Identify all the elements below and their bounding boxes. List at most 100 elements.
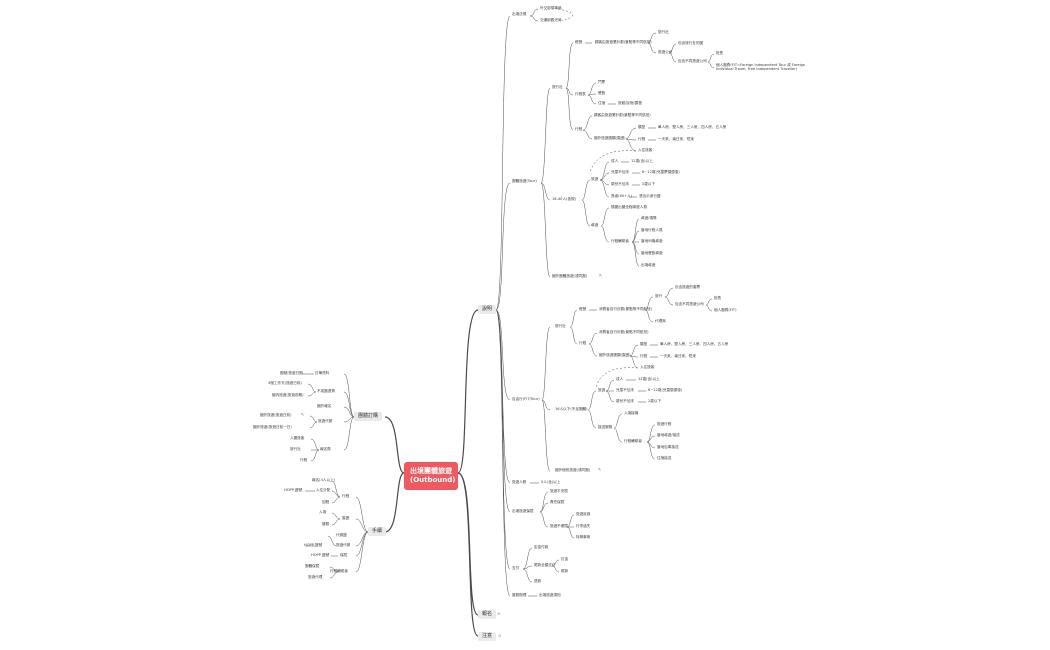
node[interactable]: 顧客由旅遊業計劃(景點等不同航班) xyxy=(595,40,652,44)
node[interactable]: 行程 xyxy=(575,127,583,131)
node[interactable]: 門票 xyxy=(598,80,606,84)
node[interactable]: 簽證 xyxy=(342,516,350,520)
external-link-icon[interactable]: ⇱ xyxy=(599,273,603,278)
node[interactable]: 批售 xyxy=(714,296,722,300)
node[interactable]: 旅行 xyxy=(655,294,663,298)
node[interactable]: 一天來、幾日來、短來 xyxy=(658,137,694,141)
node[interactable]: 交通部觀光局 xyxy=(540,18,562,22)
node[interactable]: 旅遊人數 xyxy=(512,480,527,484)
node[interactable]: 個人團費(FIT=Foreign Independent Tour 或 Fore… xyxy=(716,63,805,71)
node[interactable]: 旅遊代辦 xyxy=(336,543,351,547)
node[interactable]: 行程輔助者 xyxy=(611,239,629,243)
node[interactable]: 團號/旅遊日期 xyxy=(280,371,303,375)
node[interactable]: 3個工作天(旅遊日前) xyxy=(268,381,302,385)
node[interactable]: 12歲(含)以上 xyxy=(631,159,653,163)
node[interactable]: 旅遊 xyxy=(591,177,599,181)
node[interactable]: 旅遊行程 xyxy=(657,422,672,426)
node-link[interactable]: 國外旅遊(旅遊日前一日) xyxy=(253,425,292,429)
node[interactable]: 定金付款 xyxy=(534,545,549,549)
node[interactable]: 嬰兒不佔床 xyxy=(611,182,629,186)
node[interactable]: 外交部領事局 xyxy=(540,6,562,10)
node[interactable]: 旅遊延誤 xyxy=(576,512,591,516)
node[interactable]: 當地餐飲導遊 xyxy=(641,251,663,255)
node[interactable]: 長者(65+人) xyxy=(611,194,633,198)
node[interactable]: 旅遊代辦 xyxy=(318,419,333,423)
node[interactable]: 顧客由旅遊業計劃(景點等不同航班) xyxy=(594,113,651,117)
external-link-icon[interactable]: ⇱ xyxy=(301,412,305,417)
node[interactable]: 入團旅客 xyxy=(290,436,305,440)
node[interactable]: 兒童不佔床 xyxy=(611,170,629,174)
node-link[interactable]: 國外團體旅遊(或同團) xyxy=(552,274,588,278)
root-node[interactable]: 出境團體旅遊 (Outbound) xyxy=(404,462,458,490)
node[interactable]: 國外旅遊團類(簽證) xyxy=(599,353,631,357)
node-link[interactable]: 國外個別旅遊(或同團) xyxy=(555,468,591,472)
branch-processing[interactable]: 手續 xyxy=(368,527,387,536)
node[interactable]: 2歲以下 xyxy=(648,399,662,403)
collapse-icon[interactable]: ⊖ xyxy=(497,611,501,616)
node[interactable]: 行程 xyxy=(638,137,646,141)
node[interactable]: 包含不同旅遊公司 xyxy=(678,59,707,63)
node[interactable]: 單人房、雙人房、三人房、四人房、五人房 xyxy=(660,342,729,346)
node[interactable]: 代辦證 xyxy=(336,533,347,537)
node[interactable]: 入住旅客 xyxy=(638,148,653,152)
node[interactable]: 6~12歲(兒童票價優惠) xyxy=(642,170,680,174)
node[interactable]: 旅遊代理 xyxy=(308,575,323,579)
node[interactable]: 2歲以下 xyxy=(642,182,656,186)
node[interactable]: 成人 xyxy=(616,377,624,381)
node[interactable]: 出境法規 xyxy=(512,12,527,16)
node[interactable]: 不成團退費 xyxy=(317,389,335,393)
external-link-icon[interactable]: ⇱ xyxy=(598,467,602,472)
node[interactable]: 住宿接送 xyxy=(657,456,672,460)
node[interactable]: 消費者自行計劃(景點不同航班) xyxy=(599,330,649,334)
node[interactable]: 兒童不佔床 xyxy=(616,388,634,392)
branch-definition[interactable]: 說明 xyxy=(478,305,497,314)
node[interactable]: 包含旅行社的團 xyxy=(678,41,704,45)
node-link[interactable]: 國外旅遊(旅遊日前) xyxy=(260,413,292,417)
node[interactable]: 旅行社 xyxy=(290,447,301,451)
node[interactable]: 當地包車接送 xyxy=(657,445,679,449)
node[interactable]: 包含旅遊的套票 xyxy=(675,285,701,289)
node[interactable]: 尾款 xyxy=(561,569,569,573)
node[interactable]: 接送服務 xyxy=(598,425,613,429)
node[interactable]: 行程 xyxy=(300,458,308,462)
node[interactable]: 導遊/領隊 xyxy=(641,216,657,220)
node[interactable]: 旅遊不便險 xyxy=(550,524,568,528)
node[interactable]: 類型 xyxy=(638,125,646,129)
node[interactable]: 6~12歲(兒童價優惠) xyxy=(648,388,683,392)
node[interactable]: 行程 xyxy=(640,354,648,358)
node[interactable]: 行李遺失 xyxy=(576,524,591,528)
node[interactable]: 嬰兒不佔床 xyxy=(616,399,634,403)
node[interactable]: 入住旅客 xyxy=(640,365,655,369)
node[interactable]: 國內旅遊(旅遊前期) xyxy=(272,393,304,397)
node[interactable]: 12歲(含)以上 xyxy=(638,377,660,381)
node[interactable]: 出境旅遊須知 xyxy=(539,593,561,597)
node[interactable]: 批售 xyxy=(716,51,724,55)
node[interactable]: 自由行(FIT/Tour) xyxy=(512,397,540,401)
node[interactable]: 旅遊公司 xyxy=(658,50,673,54)
node[interactable]: 回程 xyxy=(322,500,330,504)
node[interactable]: 經營 xyxy=(579,307,587,311)
node[interactable]: 成人 xyxy=(611,159,619,163)
node[interactable]: 行程表 xyxy=(575,92,586,96)
node[interactable]: 責任保險 xyxy=(550,500,565,504)
node[interactable]: 報名(4人以上) xyxy=(312,478,336,482)
node[interactable]: HOPP 證號 xyxy=(284,488,303,492)
node[interactable]: 導遊 xyxy=(591,223,599,227)
node[interactable]: 尾款全額支付 xyxy=(534,563,556,567)
branch-notes[interactable]: 注意 xyxy=(478,632,497,641)
node[interactable]: 16-40人(依規) xyxy=(552,197,577,201)
node[interactable]: 出境導遊 xyxy=(641,263,656,267)
node[interactable]: 一天來、幾日來、短來 xyxy=(660,354,696,358)
node[interactable]: HOPP 證號 xyxy=(311,553,330,557)
node[interactable]: 國外旅遊團類(簽證) xyxy=(594,136,626,140)
node[interactable]: 單人房、雙人房、三人房、四人房、五人房 xyxy=(658,125,727,129)
node[interactable]: 行程 xyxy=(342,494,350,498)
node[interactable]: 團體保險 xyxy=(305,564,320,568)
node[interactable]: 護照 xyxy=(322,522,330,526)
node[interactable]: 行程輔助者 xyxy=(330,569,348,573)
node[interactable]: 訂單資料 xyxy=(315,371,330,375)
node[interactable]: 當地導遊/接送 xyxy=(657,433,680,437)
node[interactable]: HOPP 證號 xyxy=(304,543,323,547)
branch-procedure[interactable]: 報名 xyxy=(478,610,497,619)
node[interactable]: 經營 xyxy=(575,40,583,44)
